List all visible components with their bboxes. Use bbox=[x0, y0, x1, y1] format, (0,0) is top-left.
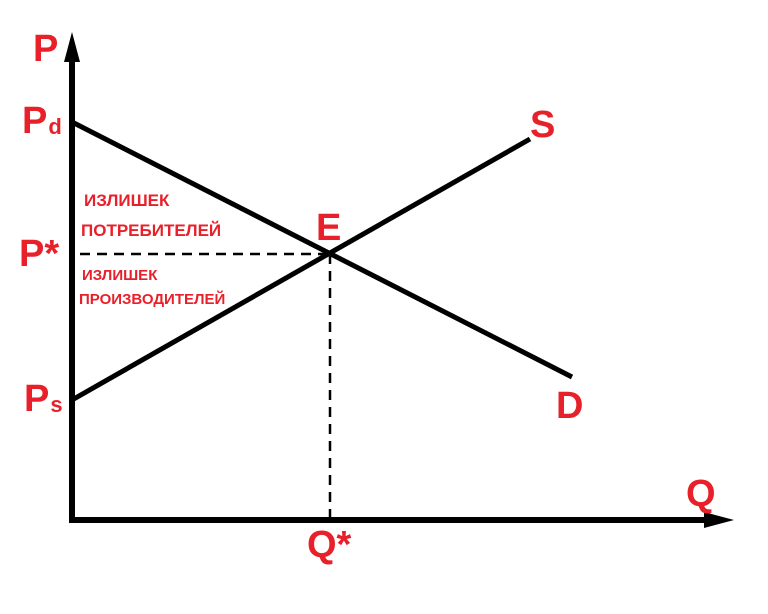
supply-curve bbox=[70, 136, 532, 403]
producer-surplus-line1: ИЗЛИШЕК bbox=[82, 267, 158, 284]
x-axis-label: Q bbox=[686, 473, 716, 515]
consumer-surplus-line1: ИЗЛИШЕК bbox=[84, 191, 170, 210]
producer-surplus-line2: ПРОИЗВОДИТЕЛЕЙ bbox=[79, 290, 225, 308]
equilibrium-label: E bbox=[316, 207, 341, 249]
supply-label: S bbox=[530, 104, 555, 146]
p-star-label: P* bbox=[19, 233, 59, 275]
x-axis-arrow bbox=[704, 512, 734, 528]
pd-label: Pd bbox=[22, 100, 62, 142]
y-axis-label: P bbox=[33, 28, 58, 70]
consumer-surplus-line2: ПОТРЕБИТЕЛЕЙ bbox=[81, 221, 221, 240]
q-star-label: Q* bbox=[307, 524, 352, 566]
y-axis-arrow bbox=[64, 32, 80, 62]
demand-curve bbox=[70, 119, 574, 380]
demand-label: D bbox=[556, 385, 583, 427]
ps-label: Ps bbox=[24, 378, 63, 420]
